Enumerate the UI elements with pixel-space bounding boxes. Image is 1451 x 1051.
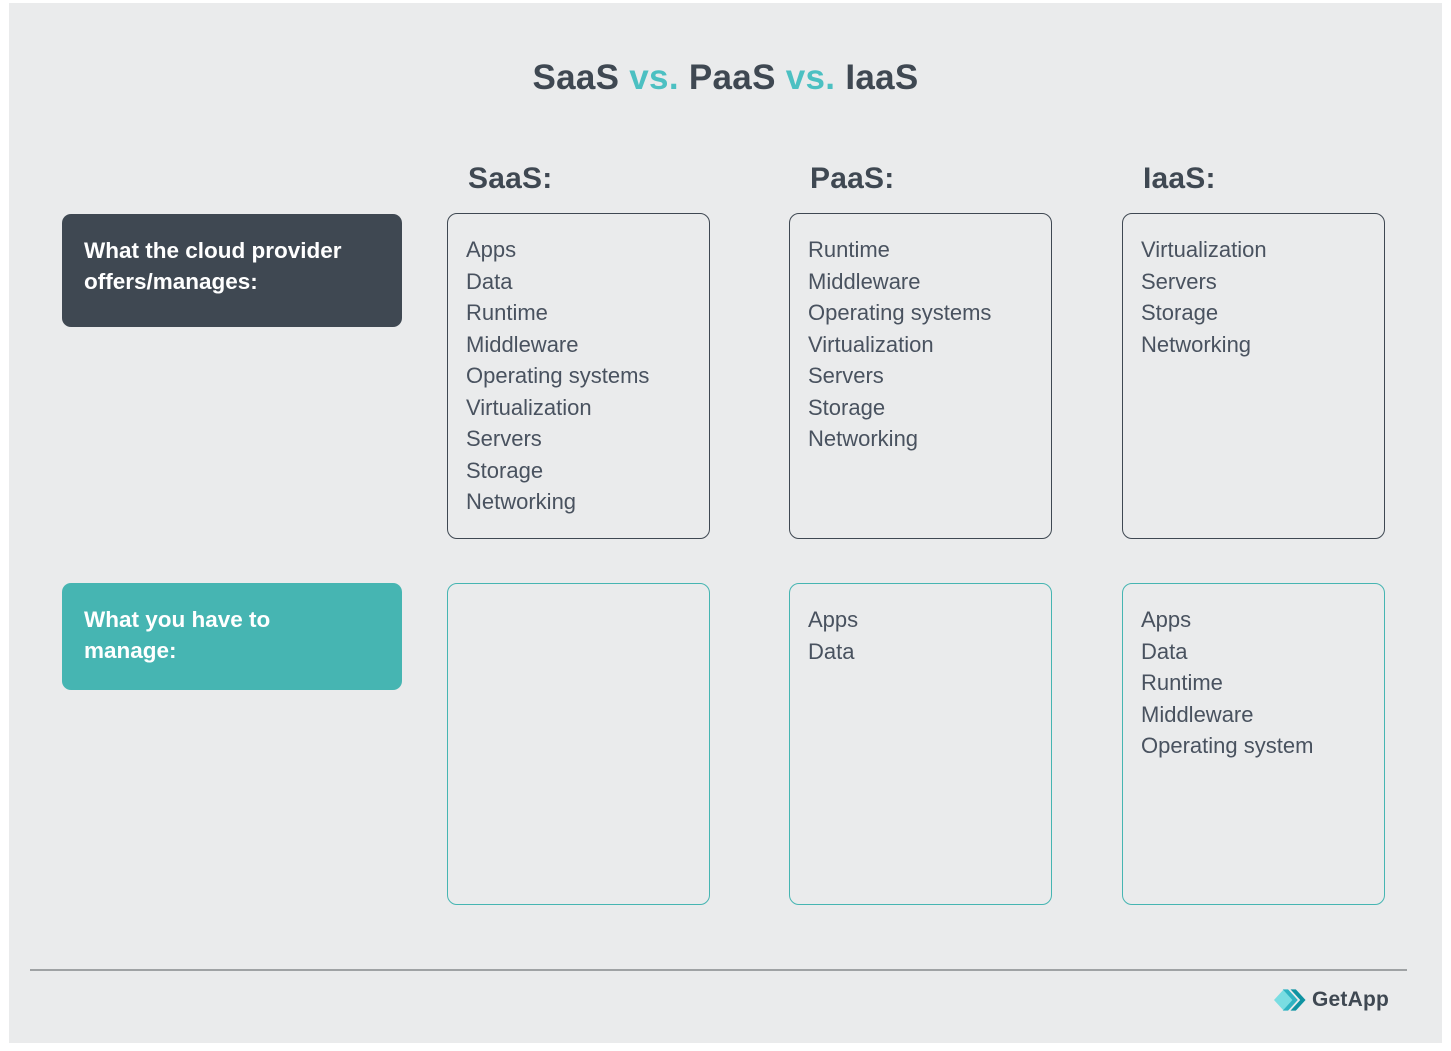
- saas-you-manage-box: [447, 583, 710, 905]
- list-item: Networking: [808, 426, 919, 451]
- title-segment-saas: SaaS: [532, 58, 630, 97]
- footer-divider: [30, 969, 1407, 971]
- getapp-diamond-chevrons-icon: [1274, 989, 1306, 1011]
- list-item: Runtime: [808, 237, 890, 262]
- column-header-iaas: IaaS:: [1143, 162, 1216, 195]
- list-item: Apps: [1141, 607, 1192, 632]
- title-segment-vs-2: vs.: [785, 58, 846, 97]
- list-item: Servers: [466, 426, 542, 451]
- list-item: Storage: [808, 394, 886, 420]
- list-item: Virtualization: [466, 394, 592, 420]
- list-item: Runtime: [466, 300, 548, 325]
- list-item: Virtualization: [1141, 237, 1267, 262]
- list-item: Networking: [1141, 331, 1252, 357]
- list-item: Data: [466, 268, 513, 294]
- list-item: Networking: [466, 489, 577, 514]
- list-item: Operating systems: [466, 363, 650, 388]
- getapp-logo-text: GetApp: [1312, 988, 1390, 1011]
- list-item: Operating system: [1141, 733, 1314, 758]
- list-item: Apps: [808, 607, 859, 632]
- title-segment-paas: PaaS: [688, 58, 786, 97]
- getapp-logo: GetApp: [1274, 985, 1389, 1015]
- list-item: Runtime: [1141, 670, 1223, 695]
- list-item: Middleware: [808, 268, 921, 294]
- list-item: Middleware: [466, 331, 579, 357]
- list-item: Operating systems: [808, 300, 992, 325]
- row-label-provider-manages-text: What the cloud provider offers/manages:: [84, 238, 342, 294]
- list-item: Storage: [1141, 300, 1219, 325]
- list-item: Storage: [466, 457, 544, 483]
- list-item: Data: [1141, 638, 1188, 664]
- list-item: Servers: [1141, 268, 1217, 294]
- title-segment-iaas: IaaS: [845, 58, 919, 97]
- column-header-saas: SaaS:: [468, 162, 553, 195]
- row-label-you-manage: What you have to manage:: [62, 583, 402, 690]
- row-label-provider-manages: What the cloud provider offers/manages:: [62, 214, 402, 327]
- title-segment-vs-1: vs.: [629, 58, 689, 97]
- list-item: Apps: [466, 237, 517, 262]
- list-item: Data: [808, 638, 855, 664]
- list-item: Servers: [808, 363, 884, 388]
- page-title: SaaS vs. PaaS vs. IaaS: [0, 58, 1451, 98]
- list-item: Middleware: [1141, 701, 1254, 727]
- list-item: Virtualization: [808, 331, 934, 357]
- column-header-paas: PaaS:: [810, 162, 895, 195]
- background-canvas: [9, 3, 1442, 1043]
- row-label-you-manage-text: What you have to manage:: [84, 607, 271, 663]
